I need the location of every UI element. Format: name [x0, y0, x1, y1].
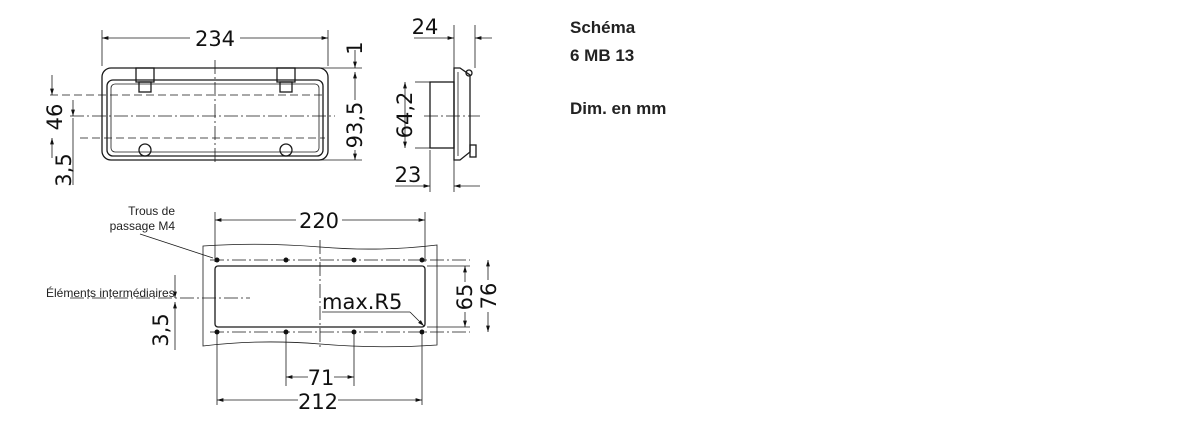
side-view: 64,2 24 23: [393, 15, 492, 192]
units-note: Dim. en mm: [570, 99, 667, 118]
dim-65: 65: [453, 284, 477, 311]
dim-3-5-top: 3,5: [52, 153, 76, 186]
model-number: 6 MB 13: [570, 46, 635, 65]
schema-title: Schéma: [570, 18, 636, 37]
dim-76: 76: [477, 283, 501, 310]
dim-height-93-5: 93,5: [343, 102, 367, 149]
dim-radius: max.R5: [322, 290, 402, 314]
dim-71: 71: [308, 366, 335, 390]
dim-46: 46: [43, 104, 67, 131]
dim-offset-1: 1: [343, 41, 367, 54]
label-spacers: Éléments intermédiaires: [46, 285, 175, 300]
front-view: 234 1 93,5 46 3,5: [43, 27, 367, 187]
dim-3-5-cutout: 3,5: [149, 313, 173, 346]
dim-width-234: 234: [195, 27, 235, 51]
dim-23: 23: [395, 163, 422, 187]
dim-220: 220: [299, 209, 339, 233]
dim-212: 212: [298, 390, 338, 414]
dim-64-2: 64,2: [393, 92, 417, 139]
label-holes-line2: passage M4: [110, 219, 176, 233]
label-holes-line1: Trous de: [128, 204, 175, 218]
dim-24: 24: [412, 15, 439, 39]
cutout-view: 220 212 71 65 76 max.R5 3,5 Trous de pas…: [46, 204, 501, 414]
